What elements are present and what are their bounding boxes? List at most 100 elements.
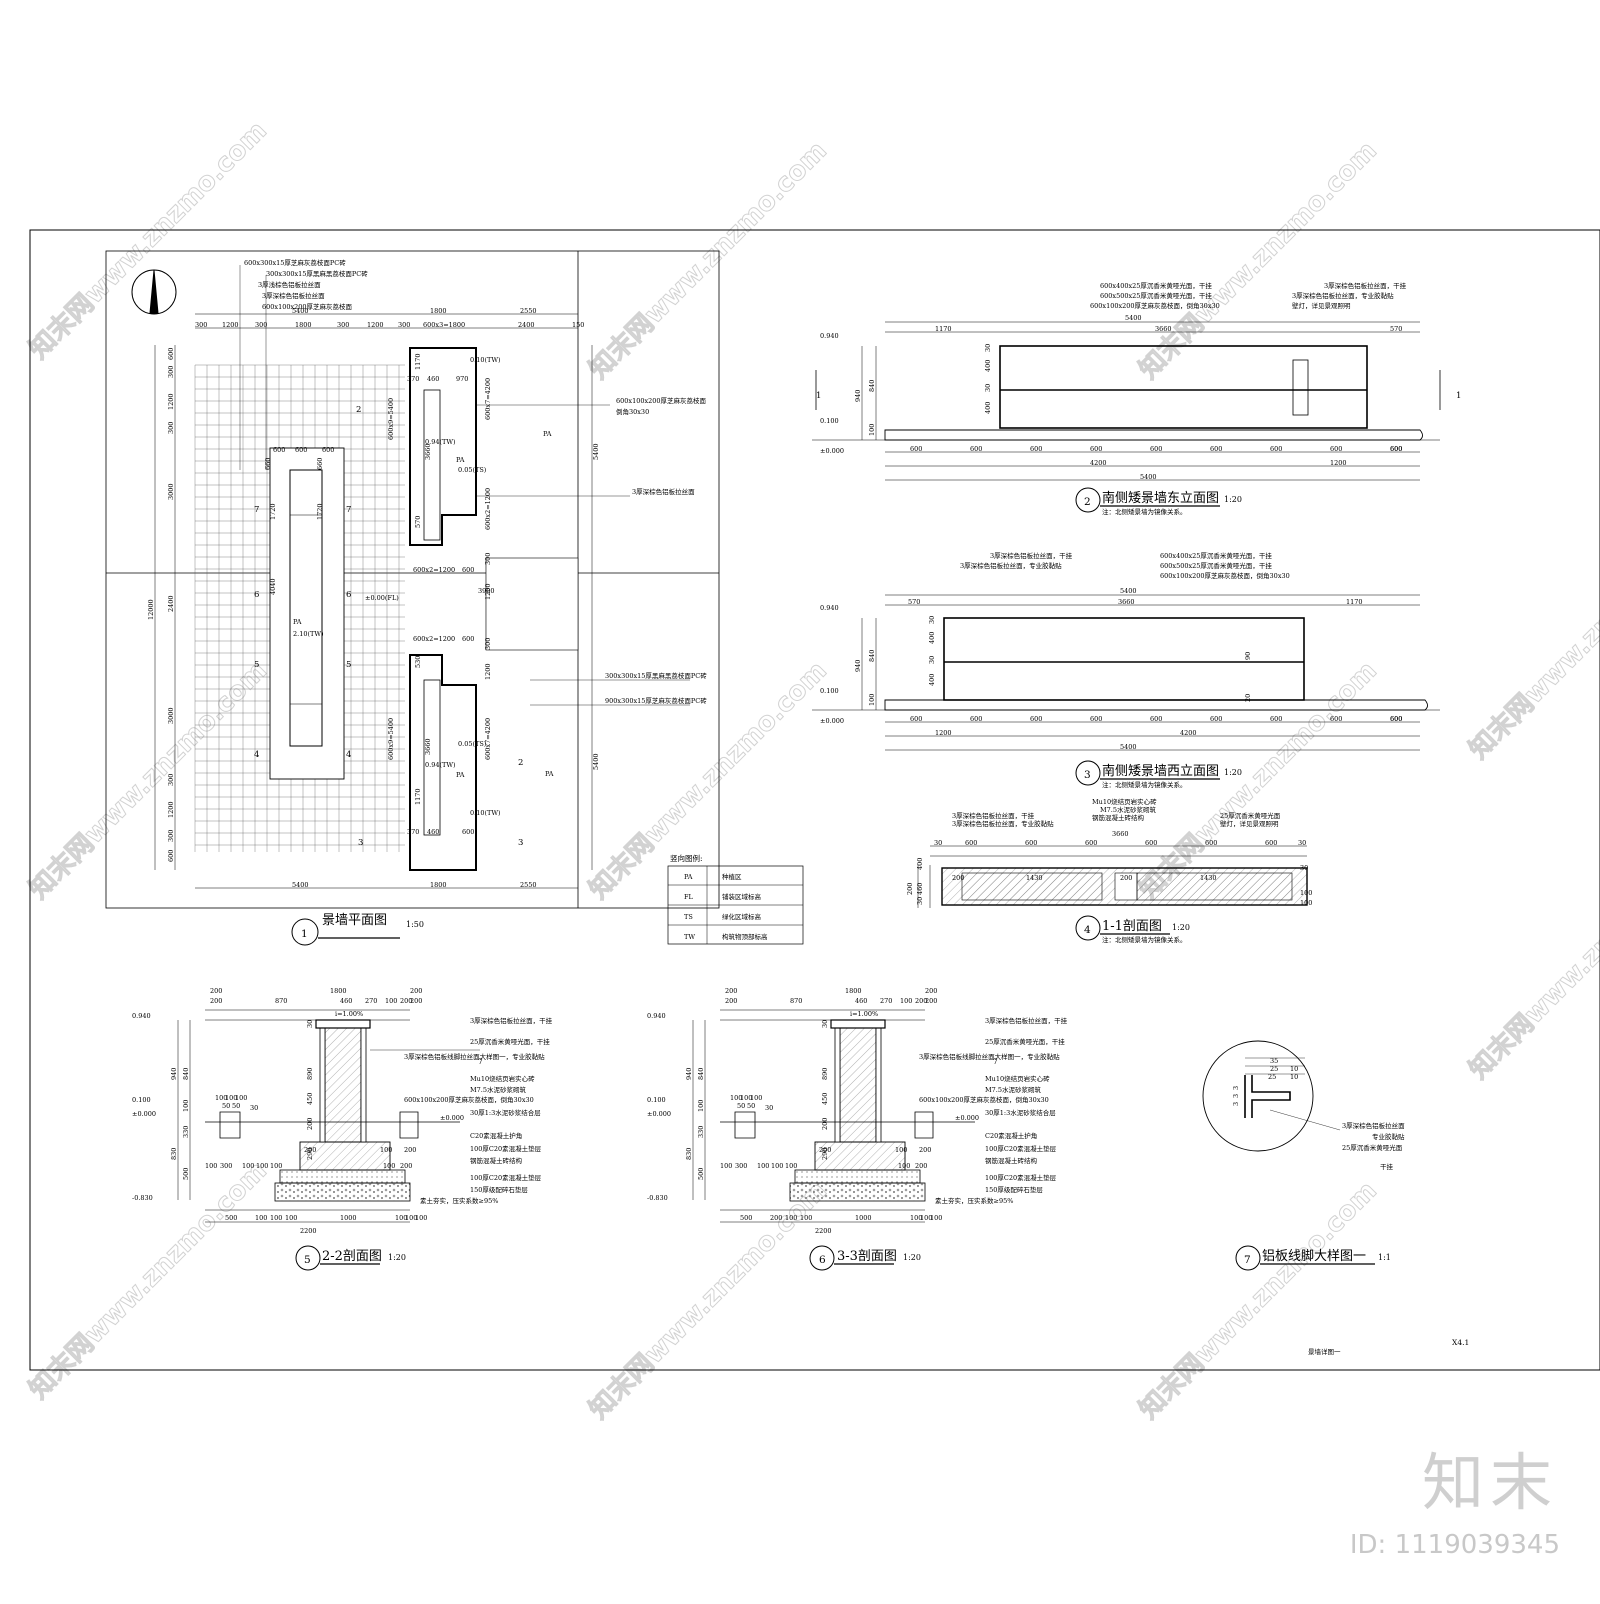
dimension-text: 200: [725, 997, 737, 1005]
dimension-text: 450: [821, 1093, 829, 1105]
small-dim: 300: [220, 1162, 232, 1170]
dimension-text: 600: [167, 348, 175, 360]
dimension-text: 100: [785, 1214, 797, 1222]
callout: 3厚深棕色铝板拉丝面，干挂: [1324, 281, 1407, 290]
footing: [814, 1141, 906, 1171]
dimension-text: 600: [295, 446, 307, 454]
dimension-text: 600: [167, 850, 175, 862]
material-note: 600x100x200厚芝麻灰荔枝面: [262, 302, 353, 311]
dimension-text: 600: [1030, 715, 1042, 723]
view-scale: 1:20: [1224, 768, 1242, 777]
dimension-text: 500: [182, 1168, 190, 1180]
wall-cap: [289, 469, 323, 747]
dimension-text: 1200: [367, 321, 384, 329]
section-mark: 7: [254, 505, 259, 515]
dimension-text: 35: [1270, 1057, 1278, 1065]
dimension-text: 200: [725, 987, 737, 995]
image-id: ID: 1119039345: [1349, 1530, 1560, 1560]
zone-label: PA: [543, 430, 552, 438]
small-dim: 100: [898, 1162, 910, 1170]
small-dim: 100: [215, 1094, 227, 1102]
small-dim: 100: [380, 1146, 392, 1154]
dimension-text: 100: [800, 1214, 812, 1222]
small-dim: 50: [737, 1102, 745, 1110]
dimension-text: 600: [1390, 445, 1402, 453]
dimension-text: 30: [984, 344, 992, 352]
dimension-text: 940: [854, 390, 862, 402]
sheet-number: X4.1: [1452, 1338, 1469, 1347]
dimension-text: 1170: [414, 788, 422, 805]
dimension-text: 940: [685, 1068, 693, 1080]
dimension-text: 940: [854, 660, 862, 672]
level-text: 0.10(TW): [470, 809, 501, 817]
watermark-text: 知末网www.znzmo.com: [1464, 516, 1600, 765]
dimension-text: 300: [484, 553, 492, 565]
dimension-text: 300: [484, 638, 492, 650]
dimension-text: 840: [868, 650, 876, 662]
callout: 600x500x25厚沉香米黄哑光面，干挂: [1160, 561, 1272, 570]
detail-7: [1202, 1040, 1375, 1271]
dimension-text: 200: [770, 1214, 782, 1222]
dimension-text: 100: [868, 694, 876, 706]
brand-logo: 知末: [1421, 1446, 1558, 1519]
callout: 3厚深棕色铝板拉丝面，干挂: [952, 811, 1035, 820]
view-number: 3: [1084, 769, 1091, 781]
dimension-text: 5400: [592, 443, 600, 460]
view-scale: 1:20: [903, 1253, 921, 1262]
dimension-text: 100: [285, 1214, 297, 1222]
material-note: 倒角30x30: [616, 407, 649, 416]
dimension-text: 100: [930, 1214, 942, 1222]
small-dim: 30: [765, 1104, 773, 1112]
small-dim: 100: [256, 1162, 268, 1170]
dimension-text: 600x3=1800: [423, 321, 465, 329]
callout: 600x100x200厚芝麻灰荔枝面，倒角30x30: [919, 1095, 1049, 1104]
dimension-text: 3: [1232, 1086, 1240, 1090]
dimension-text: 30: [306, 1020, 314, 1028]
callout: Mu10烧结页岩实心砖: [985, 1074, 1050, 1083]
small-dim: 100: [242, 1162, 254, 1170]
callout: 100厚C20素混凝土垫层: [985, 1144, 1057, 1153]
dimension-text: 600: [910, 715, 922, 723]
dimension-text: 1000: [340, 1214, 357, 1222]
view-number-circle: [1075, 487, 1101, 513]
cladding: [360, 1024, 367, 1143]
callout: 3厚深棕色铝板拉丝面，专业胶黏贴: [1292, 291, 1394, 300]
dimension-text: 890: [821, 1068, 829, 1080]
small-dim: 100: [225, 1094, 237, 1102]
level-text: ±0.000: [955, 1114, 979, 1122]
dimension-text: 370: [407, 828, 419, 836]
material-note: 3厚深棕色铝板拉丝面: [262, 291, 325, 300]
dimension-text: 2550: [520, 307, 537, 315]
dimension-text: 200: [821, 1118, 829, 1130]
dimension-text: 600: [462, 566, 474, 574]
dimension-text: 10: [1290, 1073, 1298, 1081]
dimension-text: 870: [790, 997, 802, 1005]
section-mark: 5: [346, 660, 351, 670]
dimension-text: 5400: [592, 753, 600, 770]
level-text: 0.05(TS): [458, 466, 487, 474]
callout: 600x400x25厚沉香米黄哑光面，干挂: [1160, 551, 1272, 560]
callout: 100厚C20素混凝土垫层: [470, 1144, 542, 1153]
view-note: 注：北侧矮景墙为镜像关系。: [1102, 780, 1187, 789]
small-dim: 200: [919, 1146, 931, 1154]
east-elevation: [812, 321, 1441, 513]
gravel-layer: [274, 1182, 411, 1202]
dimension-text: 300: [167, 774, 175, 786]
dimension-text: 30: [1300, 864, 1308, 872]
cut-mark: 1: [1456, 391, 1461, 401]
dimension-text: 3000: [167, 707, 175, 724]
legend-code: FL: [684, 893, 694, 901]
level-text: 2.10(TW): [293, 630, 324, 638]
callout: 3厚深棕色铝板线脚拉丝面大样图一，专业胶黏贴: [919, 1052, 1060, 1061]
section-mark: 7: [346, 505, 351, 515]
material-note: 3厚浅棕色铝板拉丝面: [258, 280, 321, 289]
dimension-text: 890: [306, 1068, 314, 1080]
dimension-text: 600: [1265, 839, 1277, 847]
small-dim: 200: [404, 1146, 416, 1154]
